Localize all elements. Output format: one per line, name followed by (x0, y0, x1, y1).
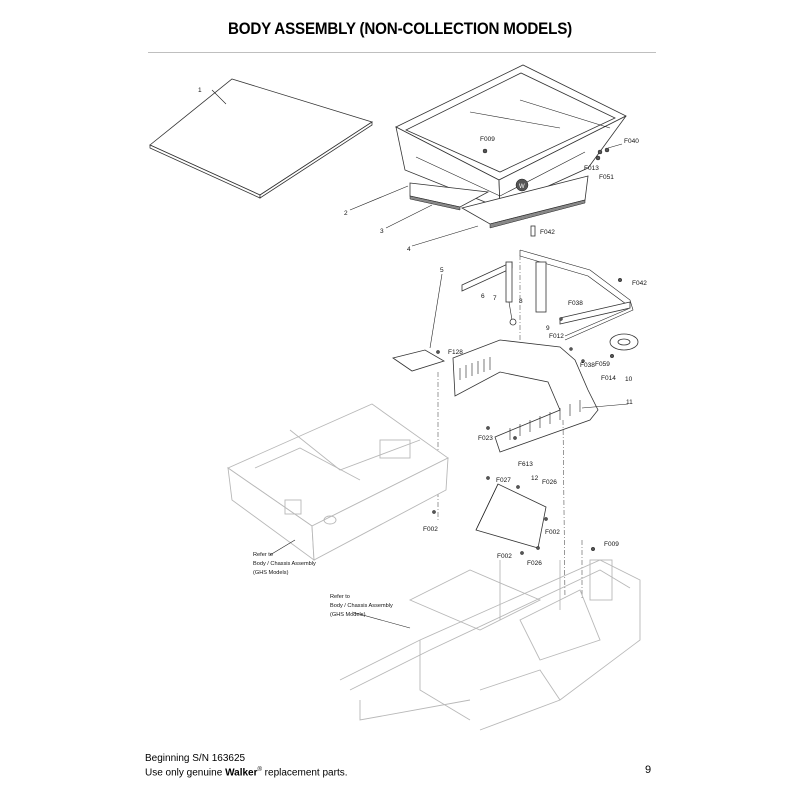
callout-10: 10 (625, 376, 633, 383)
callout-F009-top: F009 (480, 136, 495, 143)
callout-F002-b: F002 (545, 529, 560, 536)
part-4-pad (411, 175, 589, 247)
callout-F002-a: F002 (423, 526, 438, 533)
part-12-bracket (432, 426, 596, 555)
callout-F042-b: F042 (632, 280, 647, 287)
callout-F038-a: F038 (568, 300, 583, 307)
page-title: BODY ASSEMBLY (NON-COLLECTION MODELS) (227, 20, 573, 38)
reference-note-1-line-2: Body / Chassis Assembly (253, 561, 316, 567)
callout-F042-a: F042 (540, 229, 555, 236)
callout-11: 11 (626, 399, 633, 406)
reference-note-1-line-3: (GHS Models) (253, 570, 289, 576)
serial-number-note: Beginning S/N 163625 (145, 753, 246, 764)
callout-F128: F128 (448, 349, 463, 356)
callout-2: 2 (344, 210, 348, 217)
callout-3: 3 (380, 228, 384, 235)
callout-F014: F014 (601, 375, 616, 382)
callout-F013: F013 (584, 165, 599, 172)
callout-F027: F027 (496, 477, 511, 484)
callout-F038-b: F038 (580, 362, 595, 369)
svg-text:W: W (519, 184, 525, 190)
callout-1: 1 (198, 87, 202, 94)
callout-5: 5 (440, 267, 444, 274)
part-1-cover-sheet (149, 78, 373, 199)
reference-note-2-line-1: Refer to (330, 594, 350, 600)
callout-7: 7 (493, 295, 497, 302)
callout-F023: F023 (478, 435, 493, 442)
genuine-parts-note: Use only genuine Walker® replacement par… (145, 766, 348, 778)
hopper-fasteners (482, 143, 623, 237)
callout-F059: F059 (595, 361, 610, 368)
callout-F040: F040 (624, 138, 639, 145)
title-divider (148, 52, 656, 53)
reference-note-2-line-2: Body / Chassis Assembly (330, 603, 393, 609)
callout-F026-b: F026 (527, 560, 542, 567)
ghost-chassis-upper (227, 403, 449, 561)
callout-8: 8 (519, 298, 523, 305)
callout-6: 6 (481, 293, 485, 300)
callout-F613: F613 (518, 461, 533, 468)
reference-note-1-line-1: Refer to (253, 552, 273, 558)
assembly-centerlines (437, 255, 583, 601)
callout-F002-c: F002 (497, 553, 512, 560)
callout-F009-b: F009 (604, 541, 619, 548)
registered-mark: ® (257, 766, 262, 773)
callout-12: 12 (531, 475, 539, 482)
callout-F051: F051 (599, 174, 614, 181)
callout-F026-a: F026 (542, 479, 557, 486)
part-11-deflector-panels (452, 339, 629, 453)
page-number: 9 (645, 764, 652, 776)
part-5-plate (392, 273, 445, 372)
callout-9: 9 (546, 325, 550, 332)
callout-F012: F012 (549, 333, 564, 340)
support-frame (461, 249, 639, 363)
part-3-pad (385, 182, 490, 229)
ghost-frame-lower (339, 559, 641, 731)
reference-note-2-line-3: (GHS Models) (330, 612, 366, 618)
brand-name: Walker (225, 766, 258, 778)
footer-notes: Beginning S/N 163625 Use only genuine Wa… (145, 753, 348, 778)
callout-4: 4 (407, 246, 411, 253)
